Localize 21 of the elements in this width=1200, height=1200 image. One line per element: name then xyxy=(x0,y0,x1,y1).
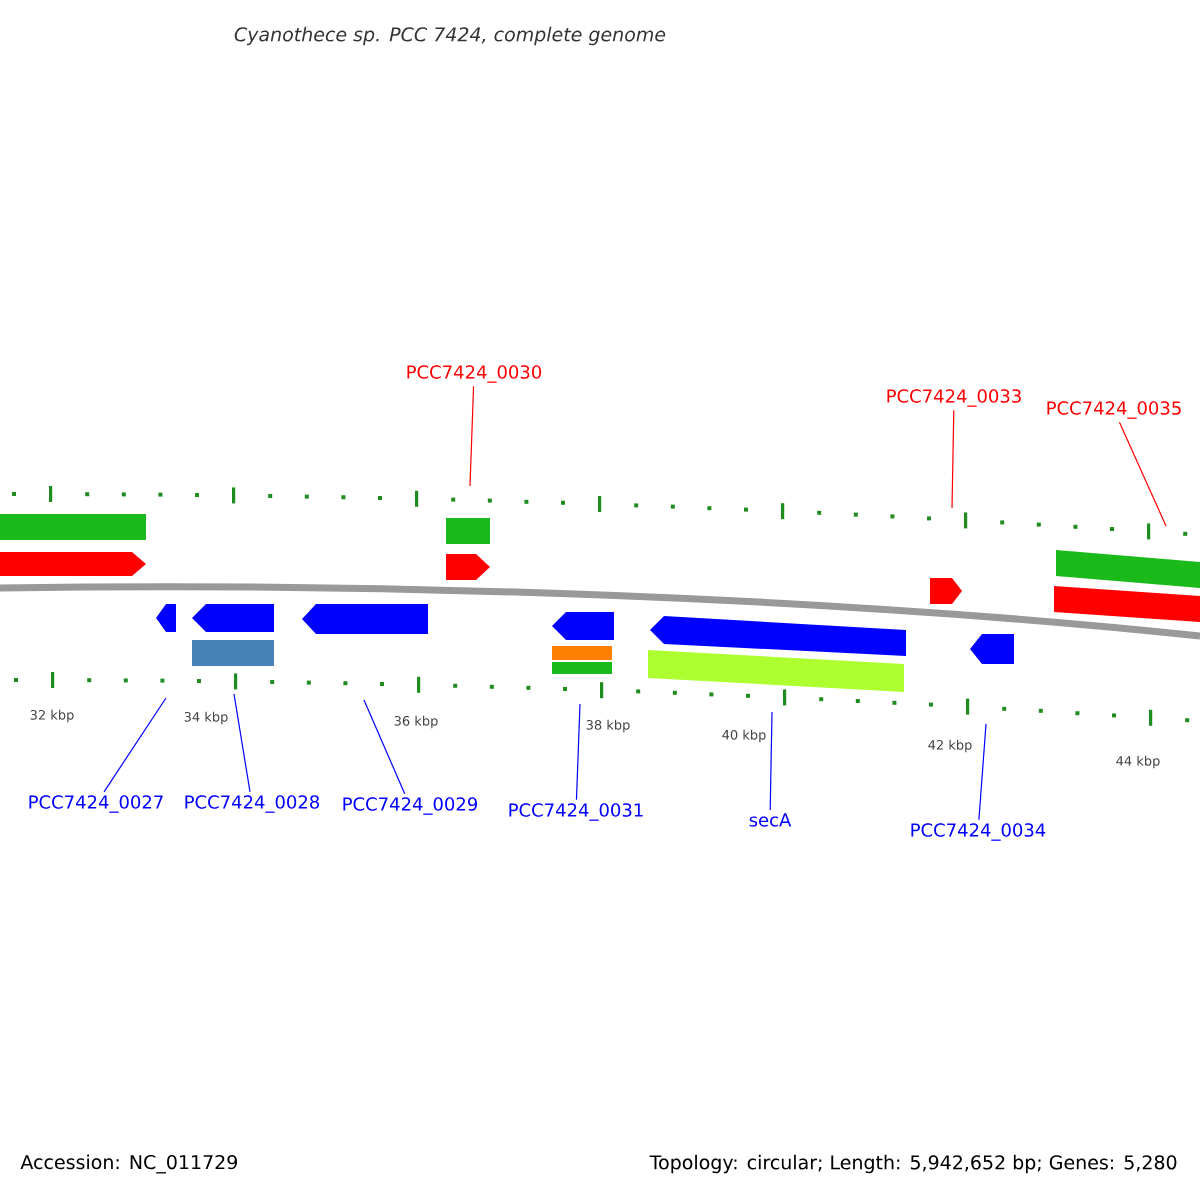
gene-label: secA xyxy=(749,813,792,827)
gene-label: PCC7424_0035 xyxy=(1047,401,1181,419)
gene-label: PCC7424_0033 xyxy=(887,389,1021,407)
leader-line xyxy=(769,711,773,811)
gene-label: PCC7424_0030 xyxy=(407,365,542,383)
leader-line xyxy=(103,697,167,793)
leader-line xyxy=(575,703,581,801)
gene-label: PCC7424_0027 xyxy=(29,795,163,813)
footer-text: Topology: circular; Length: 5,942,652 bp; Genes: 5,280 xyxy=(649,1154,1177,1174)
leader-line xyxy=(1118,421,1167,527)
leader-line xyxy=(233,693,251,793)
leader-line xyxy=(469,385,475,487)
gene-label: PCC7424_0034 xyxy=(911,823,1046,841)
gene-label: PCC7424_0031 xyxy=(509,803,643,821)
title: Cyanothece sp. PCC 7424, complete genome xyxy=(234,26,666,46)
gene-label: PCC7424_0029 xyxy=(343,797,477,815)
leader-line xyxy=(363,699,406,795)
leader-line xyxy=(951,409,955,509)
gene-label: PCC7424_0028 xyxy=(185,795,320,813)
footer-text: Accession: NC_011729 xyxy=(20,1154,237,1174)
leader-line xyxy=(978,723,987,821)
